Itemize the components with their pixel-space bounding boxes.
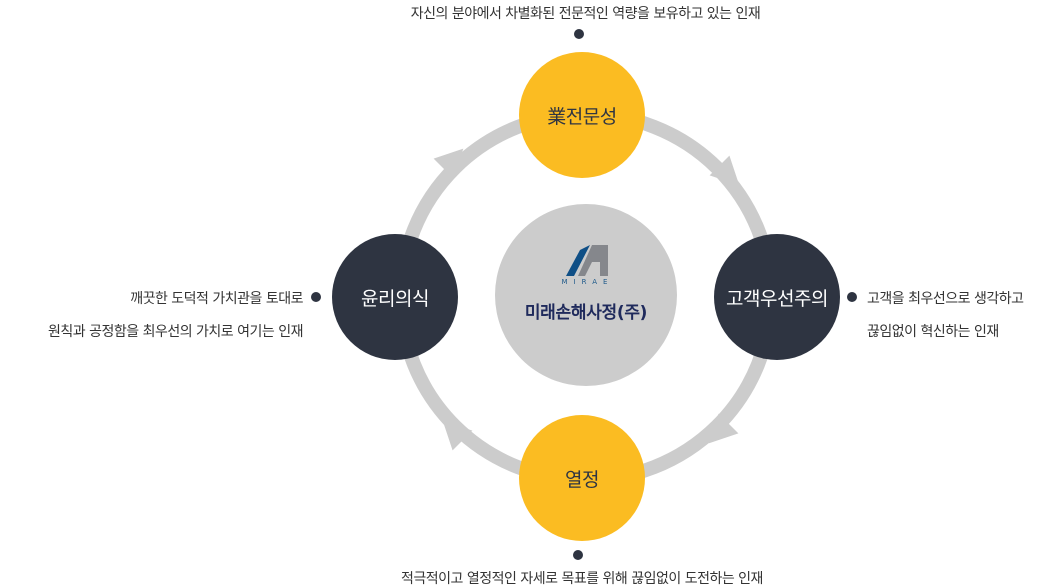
bullet-dot [574,29,584,39]
bullet-dot [311,292,321,302]
description-passion: 적극적이고 열정적인 자세로 목표를 위해 끊임없이 도전하는 인재 [401,571,763,587]
node-label-ethics: 윤리의식 [361,287,429,310]
node-circle-bottom [519,415,645,541]
logo-wordmark: MIRAE [561,278,614,286]
description-customer-line1: 고객을 최우선으로 생각하고 [867,291,1024,307]
description-customer-line2: 끊임없이 혁신하는 인재 [867,324,999,340]
bullet-dot [847,292,857,302]
description-ethics-line2: 원칙과 공정함을 최우선의 가치로 여기는 인재 [48,324,303,340]
node-circle-top [519,52,645,178]
center-circle [495,204,677,386]
node-circle-left [332,234,458,360]
node-label-expertise: 業전문성 [547,105,617,128]
node-label-customer-first: 고객우선주의 [726,287,828,310]
node-circle-right [714,234,840,360]
description-expertise: 자신의 분야에서 차별화된 전문적인 역량을 보유하고 있는 인재 [410,6,761,22]
company-name: 미래손해사정(주) [524,303,648,323]
node-label-passion: 열정 [565,468,599,491]
mirae-logo [566,245,608,276]
bullet-dot [573,550,583,560]
description-ethics-line1: 깨끗한 도덕적 가치관을 토대로 [130,291,303,307]
